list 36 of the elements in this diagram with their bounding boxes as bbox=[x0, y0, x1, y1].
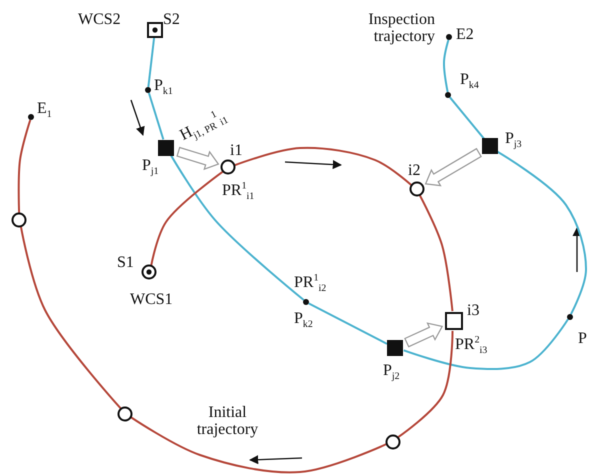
point-label: P bbox=[578, 331, 587, 347]
point-label: i1 bbox=[230, 143, 242, 159]
trajectory-segment bbox=[403, 318, 569, 370]
point-label: P$_{k2}$ bbox=[294, 311, 313, 327]
trajectory-name: Initial trajectory bbox=[196, 405, 260, 439]
point-label: i3 bbox=[467, 303, 480, 319]
point-label: i2 bbox=[408, 163, 420, 179]
trajectory-segment bbox=[443, 40, 450, 92]
trajectory-segment bbox=[130, 416, 387, 474]
trajectory-segment bbox=[147, 38, 156, 88]
point-label: E$_{1}$ bbox=[37, 101, 52, 117]
trajectory-segment bbox=[150, 170, 224, 266]
trajectory-segment bbox=[496, 150, 587, 315]
point-label: WCS1 bbox=[130, 292, 173, 308]
hollow-arrow bbox=[404, 322, 444, 348]
point-label: E2 bbox=[456, 27, 474, 43]
point-label: P$_{j1}$ bbox=[142, 158, 159, 174]
point-label: P$_{j3}$ bbox=[505, 131, 522, 147]
point-label: WCS2 bbox=[78, 12, 121, 28]
trajectory-segment bbox=[449, 96, 486, 140]
point-label: P$_{j2}$ bbox=[383, 363, 400, 379]
point-label: S2 bbox=[163, 12, 180, 28]
trajectory-segment bbox=[148, 92, 164, 140]
trajectory-segment bbox=[170, 154, 304, 301]
trajectory-segment bbox=[234, 146, 412, 186]
hollow-arrow bbox=[176, 146, 220, 170]
point-label: P$_{k4}$ bbox=[460, 72, 479, 88]
point-label: S1 bbox=[117, 255, 134, 271]
trajectory-segment bbox=[418, 194, 454, 312]
trajectory-segment bbox=[308, 302, 388, 345]
point-label: P$_{k1}$ bbox=[154, 78, 173, 94]
trajectory-name: Inspection trajectory bbox=[367, 12, 435, 46]
hollow-arrow bbox=[424, 148, 482, 186]
trajectory-segment bbox=[398, 330, 454, 438]
trajectory-segment bbox=[20, 226, 122, 410]
trajectory-segment bbox=[18, 120, 32, 214]
